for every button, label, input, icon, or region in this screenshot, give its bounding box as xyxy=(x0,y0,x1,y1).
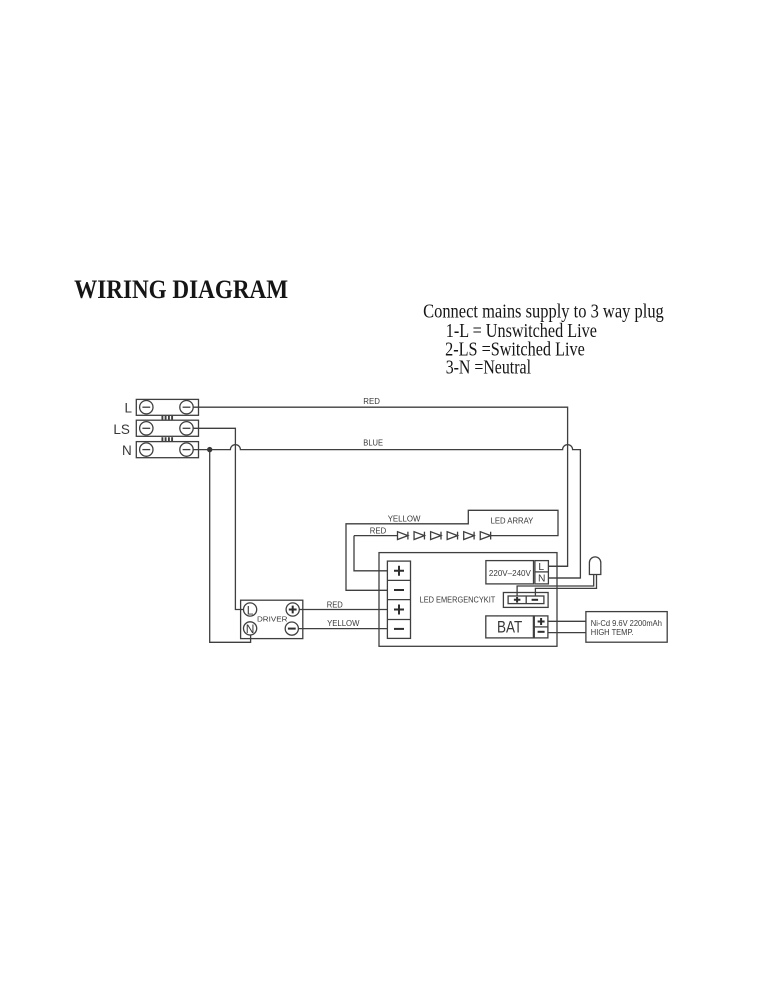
svg-text:LS: LS xyxy=(113,422,130,437)
svg-text:HIGH TEMP.: HIGH TEMP. xyxy=(591,628,634,637)
svg-text:RED: RED xyxy=(370,526,386,535)
svg-text:L: L xyxy=(125,400,133,415)
svg-text:BAT: BAT xyxy=(497,619,522,637)
svg-text:DRIVER: DRIVER xyxy=(257,616,287,623)
svg-text:L: L xyxy=(538,562,544,573)
svg-text:220V–240V: 220V–240V xyxy=(489,569,532,578)
svg-text:Ni-Cd 9.6V 2200mAh: Ni-Cd 9.6V 2200mAh xyxy=(591,619,663,628)
svg-text:LED ARRAY: LED ARRAY xyxy=(491,516,534,525)
svg-text:YELLOW: YELLOW xyxy=(388,514,421,523)
svg-text:RED: RED xyxy=(363,397,380,406)
svg-text:Connect mains supply to 3 way: Connect mains supply to 3 way plug xyxy=(423,302,664,323)
svg-text:BLUE: BLUE xyxy=(363,439,383,448)
svg-text:WIRING DIAGRAM: WIRING DIAGRAM xyxy=(74,274,288,304)
svg-text:LED EMERGENCYKIT: LED EMERGENCYKIT xyxy=(420,596,496,605)
svg-text:N: N xyxy=(246,622,255,636)
svg-text:N: N xyxy=(538,573,545,584)
svg-text:1-L = Unswitched Live: 1-L = Unswitched Live xyxy=(446,321,597,342)
svg-text:2-LS =Switched Live: 2-LS =Switched Live xyxy=(445,339,585,360)
svg-text:N: N xyxy=(122,443,132,458)
svg-text:RED: RED xyxy=(327,600,343,609)
svg-text:3-N =Neutral: 3-N =Neutral xyxy=(446,358,532,379)
svg-text:L: L xyxy=(247,603,254,617)
svg-text:YELLOW: YELLOW xyxy=(327,619,360,628)
